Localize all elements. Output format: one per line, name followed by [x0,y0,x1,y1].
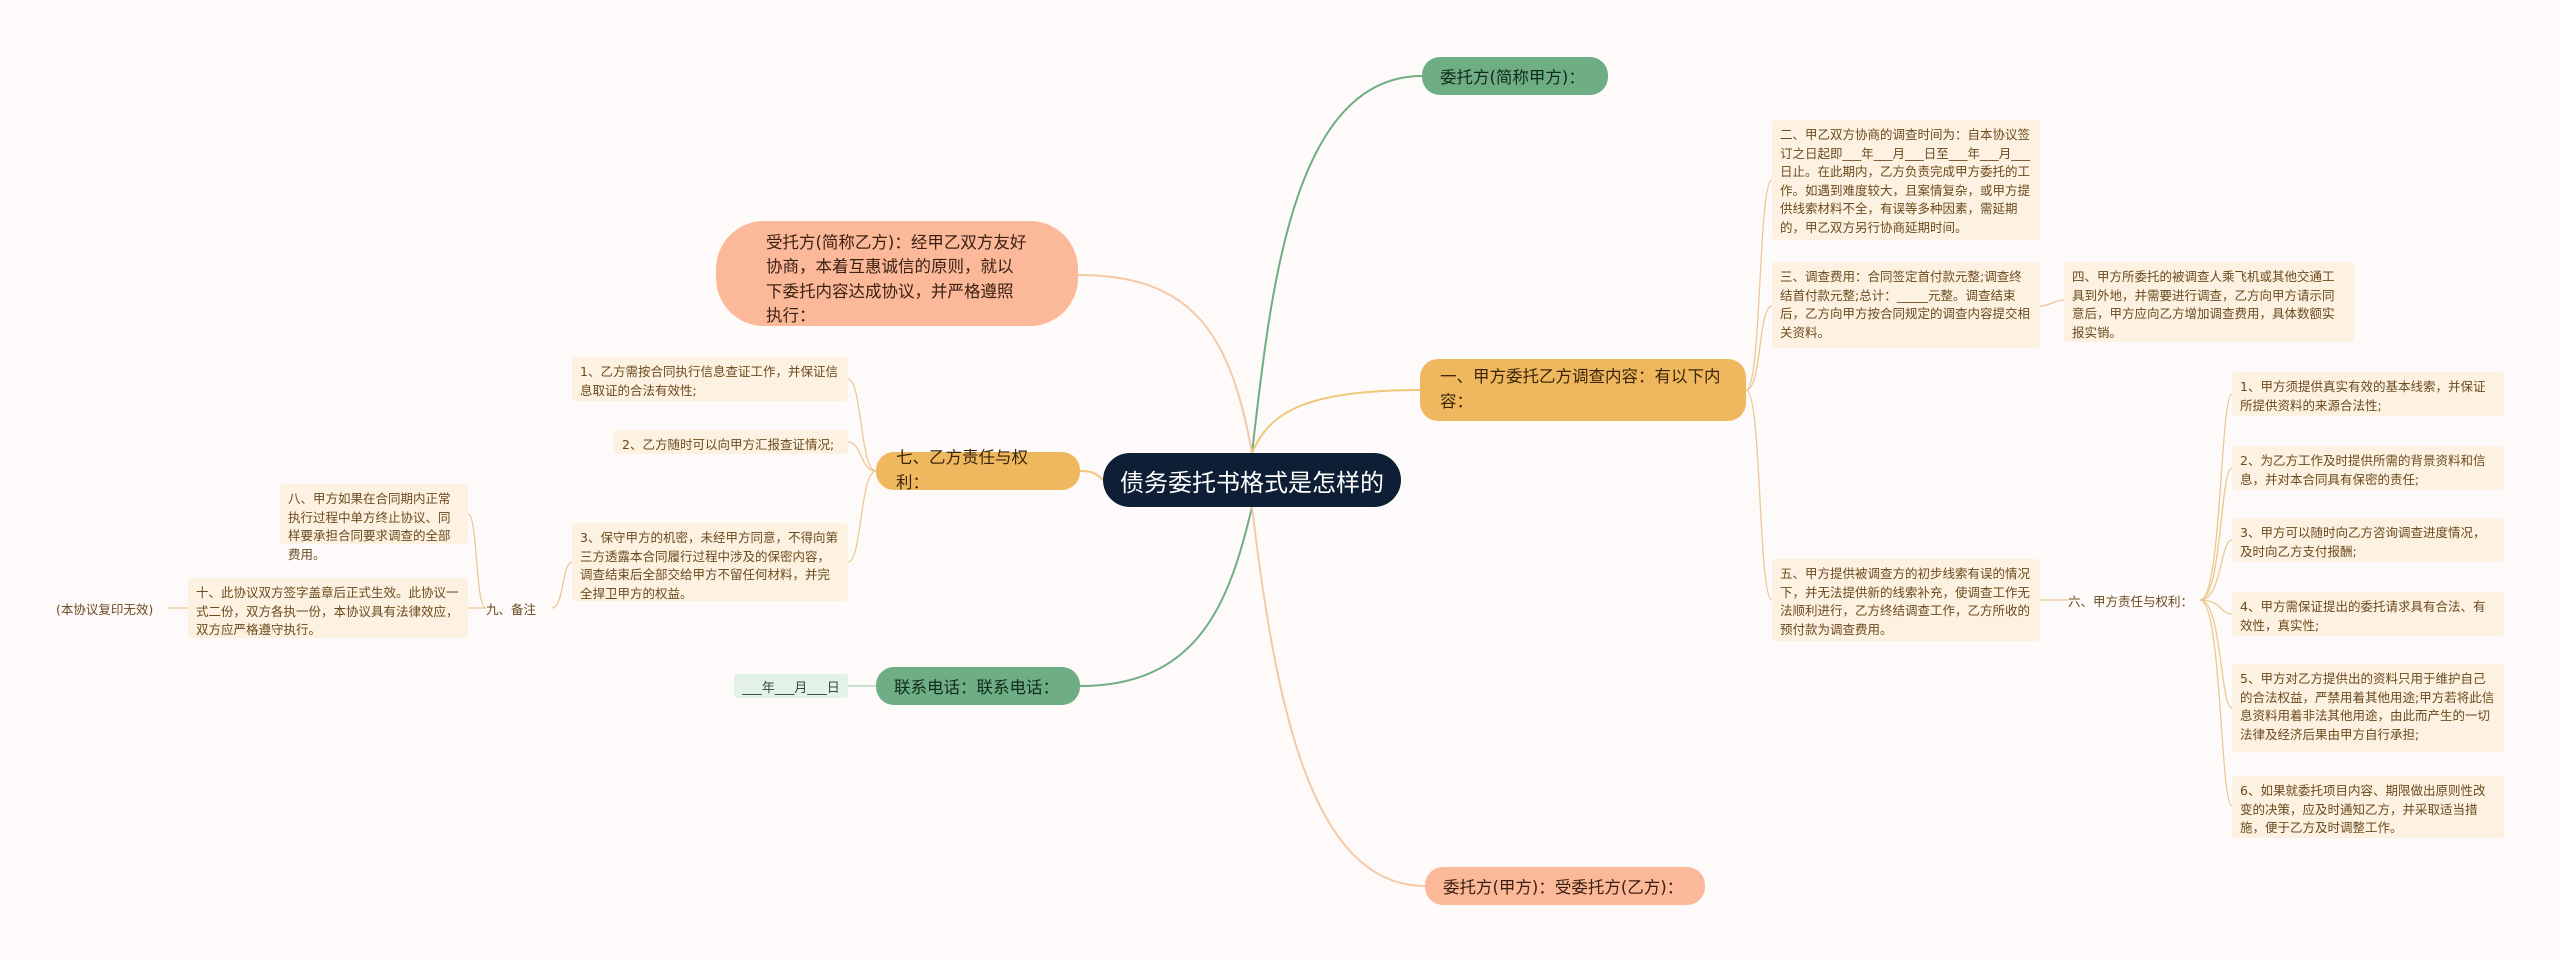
sec1-item3[interactable]: 三、调查费用：合同签定首付款元整;调查终结首付款元整;总计：_____元整。调查… [1772,262,2040,348]
link-sec7 [1079,470,1104,481]
sec1-item6[interactable]: 六、甲方责任与权利： [2068,593,2194,609]
node-bottom[interactable]: 委托方(甲方)：受委托方(乙方)： [1425,867,1705,905]
link-bottom [1251,506,1426,887]
node-contact[interactable]: 联系电话：联系电话： [876,667,1080,705]
sub6-item-4[interactable]: 4、甲方需保证提出的委托请求具有合法、有效性，真实性; [2232,592,2504,636]
sub6-item-5[interactable]: 5、甲方对乙方提供出的资料只用于维护自己的合法权益，严禁用着其他用途;甲方若将此… [2232,664,2504,752]
link-sec1 [1251,389,1421,454]
sec1-item2[interactable]: 二、甲乙双方协商的调查时间为：自本协议签订之日起即___年___月___日至__… [1772,120,2040,240]
sec9-item8[interactable]: 八、甲方如果在合同期内正常执行过程中单方终止协议、同样要承担合同要求调查的全部费… [280,484,468,562]
sub6-item-3[interactable]: 3、甲方可以随时向乙方咨询调查进度情况，及时向乙方支付报酬; [2232,518,2504,562]
node-st-yi[interactable]: 受托方(简称乙方)：经甲乙双方友好协商，本着互惠诚信的原则，就以下委托内容达成协… [716,221,1078,326]
sec9-label[interactable]: 九、备注 [486,601,537,617]
node-sec7[interactable]: 七、乙方责任与权利： [876,448,1080,492]
sec7-item-3[interactable]: 3、保守甲方的机密，未经甲方同意，不得向第三方透露本合同履行过程中涉及的保密内容… [572,523,848,601]
sec7-item-2[interactable]: 2、乙方随时可以向甲方汇报查证情况; [614,430,848,454]
central-topic[interactable]: 债务委托书格式是怎样的 [1103,453,1401,507]
node-sec1[interactable]: 一、甲方委托乙方调查内容：有以下内容： [1420,359,1746,421]
sec1-item5[interactable]: 五、甲方提供被调查方的初步线索有误的情况下，并无法提供新的线索补充，使调查工作无… [1772,559,2040,641]
link-wt-jia [1251,75,1423,454]
sec9-note[interactable]: (本协议复印无效) [56,601,154,617]
sec1-item4[interactable]: 四、甲方所委托的被调查人乘飞机或其他交通工具到外地，并需要进行调查，乙方向甲方请… [2064,262,2354,342]
sec7-item-1[interactable]: 1、乙方需按合同执行信息查证工作，并保证信息取证的合法有效性; [572,357,848,401]
sub6-item-6[interactable]: 6、如果就委托项目内容、期限做出原则性改变的决策，应及时通知乙方，并采取适当措施… [2232,776,2504,838]
link-st-yi [1077,274,1253,454]
node-wt-jia[interactable]: 委托方(简称甲方)： [1422,57,1608,95]
contact-date[interactable]: ___年___月___日 [734,674,848,698]
link-contact [1079,506,1253,687]
sec9-item10[interactable]: 十、此协议双方签字盖章后正式生效。此协议一式二份，双方各执一份，本协议具有法律效… [188,578,468,638]
sub6-item-2[interactable]: 2、为乙方工作及时提供所需的背景资料和信息，并对本合同具有保密的责任; [2232,446,2504,490]
sub6-item-1[interactable]: 1、甲方须提供真实有效的基本线索，并保证所提供资料的来源合法性; [2232,372,2504,416]
